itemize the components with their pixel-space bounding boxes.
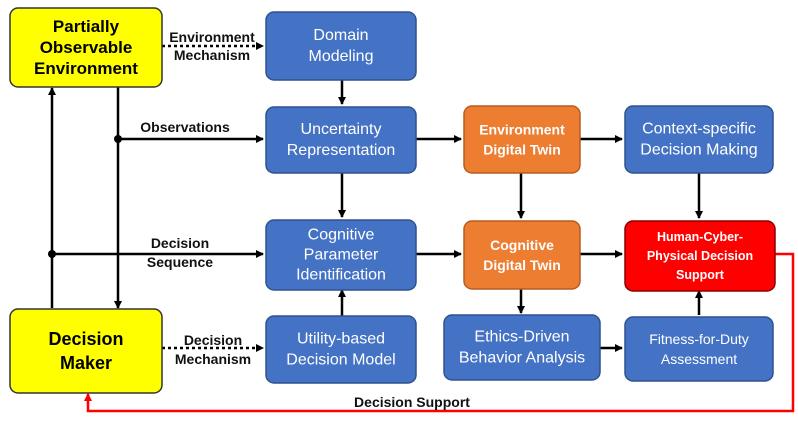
node-utility-based-decision-model-box: [265, 315, 417, 384]
node-environment-digital-twin-label-line: Digital Twin: [483, 142, 561, 158]
node-human-cyber-physical-decision-support-label-line: Human-Cyber-: [657, 230, 743, 244]
node-partially-observable-environment-box: [9, 7, 163, 88]
node-fitness-for-duty-assessment-label-line: Fitness-for-Duty: [649, 331, 749, 347]
node-decision-maker-box: [9, 308, 163, 394]
node-partially-observable-environment-label-line: Partially: [53, 17, 120, 36]
node-uncertainty-representation-label-line: Uncertainty: [301, 121, 382, 138]
node-cognitive-parameter-identification-label-line: Parameter: [304, 247, 379, 264]
node-domain-modeling-label-line: Modeling: [309, 48, 374, 65]
node-fitness-for-duty-assessment-box: [624, 316, 774, 382]
edge-label-environment-mechanism: Mechanism: [174, 47, 250, 63]
node-human-cyber-physical-decision-support-label-line: Physical Decision: [647, 249, 753, 263]
junction-dot-decision-sequence: [48, 250, 56, 258]
node-uncertainty-representation-box: [265, 106, 417, 174]
node-uncertainty-representation-label-line: Representation: [287, 142, 396, 159]
node-environment-digital-twin-label-line: Environment: [479, 122, 565, 138]
node-cognitive-digital-twin-box: [463, 220, 581, 290]
node-context-specific-decision-making-label-line: Decision Making: [640, 142, 757, 159]
node-cognitive-parameter-identification-label-line: Identification: [296, 267, 386, 284]
node-human-cyber-physical-decision-support-box: [624, 220, 776, 292]
node-ethics-driven-behavior-analysis-label-line: Behavior Analysis: [459, 350, 585, 367]
node-ethics-driven-behavior-analysis-label-line: Ethics-Driven: [474, 329, 569, 346]
edge-label-decision-mechanism: Decision: [184, 332, 242, 348]
node-human-cyber-physical-decision-support-label-line: Support: [676, 268, 725, 282]
node-context-specific-decision-making-label-line: Context-specific: [642, 121, 756, 138]
edge-decision-support-feedback: [84, 252, 795, 413]
node-domain-modeling-label-line: Domain: [313, 27, 368, 44]
node-cognitive-digital-twin-label-line: Digital Twin: [483, 257, 561, 273]
node-domain-modeling-box: [265, 11, 417, 81]
edge-label-observations: Observations: [140, 119, 230, 135]
node-ethics-driven-behavior-analysis-box: [443, 314, 601, 381]
edge-label-decision-sequence: Decision: [151, 235, 209, 251]
edge-label-decision-mechanism: Mechanism: [175, 351, 251, 367]
node-context-specific-decision-making-box: [624, 105, 774, 174]
node-decision-maker-label-line: Decision: [48, 329, 123, 349]
nodes: PartiallyObservableEnvironmentDecisionMa…: [9, 7, 776, 394]
edge-label-decision-support: Decision Support: [354, 394, 470, 410]
edge-label-decision-sequence: Sequence: [147, 254, 213, 270]
node-fitness-for-duty-assessment-label-line: Assessment: [661, 351, 737, 367]
node-environment-digital-twin-box: [463, 105, 581, 174]
edge-label-environment-mechanism: Environment: [169, 29, 255, 45]
node-partially-observable-environment-label-line: Observable: [40, 38, 133, 57]
node-cognitive-parameter-identification-label-line: Cognitive: [308, 227, 375, 244]
edges: [48, 42, 703, 352]
node-partially-observable-environment-label-line: Environment: [34, 59, 138, 78]
junction-dot-observations: [114, 135, 122, 143]
node-cognitive-digital-twin-label-line: Cognitive: [490, 237, 554, 253]
node-utility-based-decision-model-label-line: Decision Model: [286, 352, 395, 369]
edge-labels: EnvironmentMechanismObservationsDecision…: [140, 29, 470, 410]
node-utility-based-decision-model-label-line: Utility-based: [297, 331, 385, 348]
node-cognitive-parameter-identification-box: [265, 219, 417, 291]
node-decision-maker-label-line: Maker: [60, 353, 112, 373]
